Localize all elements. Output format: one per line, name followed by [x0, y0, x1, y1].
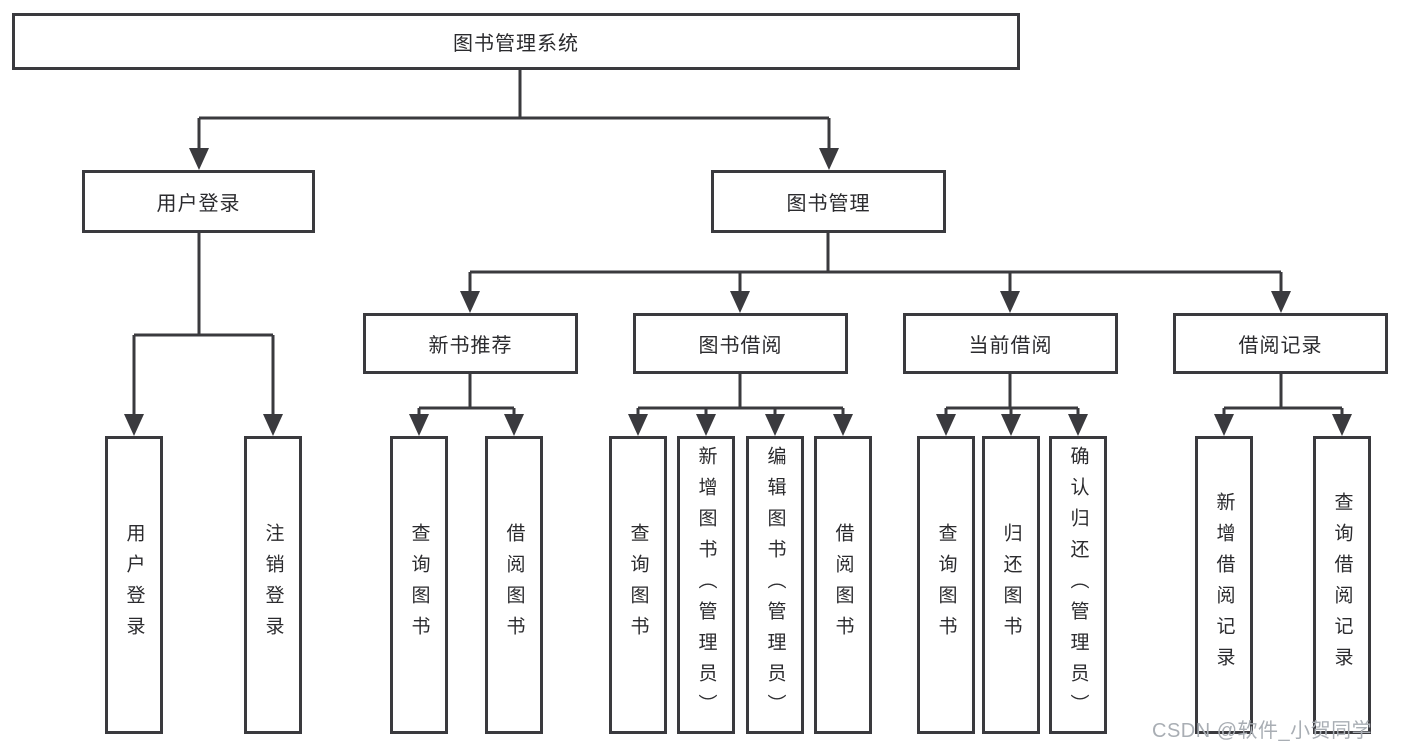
- node-label: 借阅图书: [832, 523, 854, 647]
- node-label: 归还图书: [1000, 523, 1022, 647]
- node-label: 确认归还（管理员）: [1067, 445, 1089, 725]
- node-label: 查询借阅记录: [1331, 492, 1353, 678]
- node-label: 新增借阅记录: [1213, 492, 1235, 678]
- node-label: 查询图书: [627, 523, 649, 647]
- leaf-query-books-borrow: 查询图书: [609, 436, 667, 734]
- node-book-borrow: 图书借阅: [633, 313, 848, 374]
- leaf-query-books-current: 查询图书: [917, 436, 975, 734]
- leaf-borrow-books-recommend: 借阅图书: [485, 436, 543, 734]
- watermark: CSDN @软件_小贺同学: [1152, 720, 1373, 742]
- node-new-book-recommend: 新书推荐: [363, 313, 578, 374]
- leaf-return-books: 归还图书: [982, 436, 1040, 734]
- node-borrow-records: 借阅记录: [1173, 313, 1388, 374]
- node-root: 图书管理系统: [12, 13, 1020, 70]
- node-book-management: 图书管理: [711, 170, 946, 233]
- node-label: 新增图书（管理员）: [695, 445, 717, 725]
- node-label: 借阅图书: [503, 523, 525, 647]
- leaf-add-borrow-record: 新增借阅记录: [1195, 436, 1253, 734]
- node-current-borrow: 当前借阅: [903, 313, 1118, 374]
- leaf-borrow-books: 借阅图书: [814, 436, 872, 734]
- node-label: 用户登录: [123, 523, 145, 647]
- node-user-login: 用户登录: [82, 170, 315, 233]
- leaf-query-books-recommend: 查询图书: [390, 436, 448, 734]
- leaf-user-login: 用户登录: [105, 436, 163, 734]
- node-label: 编辑图书（管理员）: [764, 445, 786, 725]
- node-label: 查询图书: [935, 523, 957, 647]
- node-label: 注销登录: [262, 523, 284, 647]
- leaf-add-book-admin: 新增图书（管理员）: [677, 436, 735, 734]
- leaf-logout: 注销登录: [244, 436, 302, 734]
- leaf-query-borrow-record: 查询借阅记录: [1313, 436, 1371, 734]
- leaf-confirm-return-admin: 确认归还（管理员）: [1049, 436, 1107, 734]
- leaf-edit-book-admin: 编辑图书（管理员）: [746, 436, 804, 734]
- node-label: 查询图书: [408, 523, 430, 647]
